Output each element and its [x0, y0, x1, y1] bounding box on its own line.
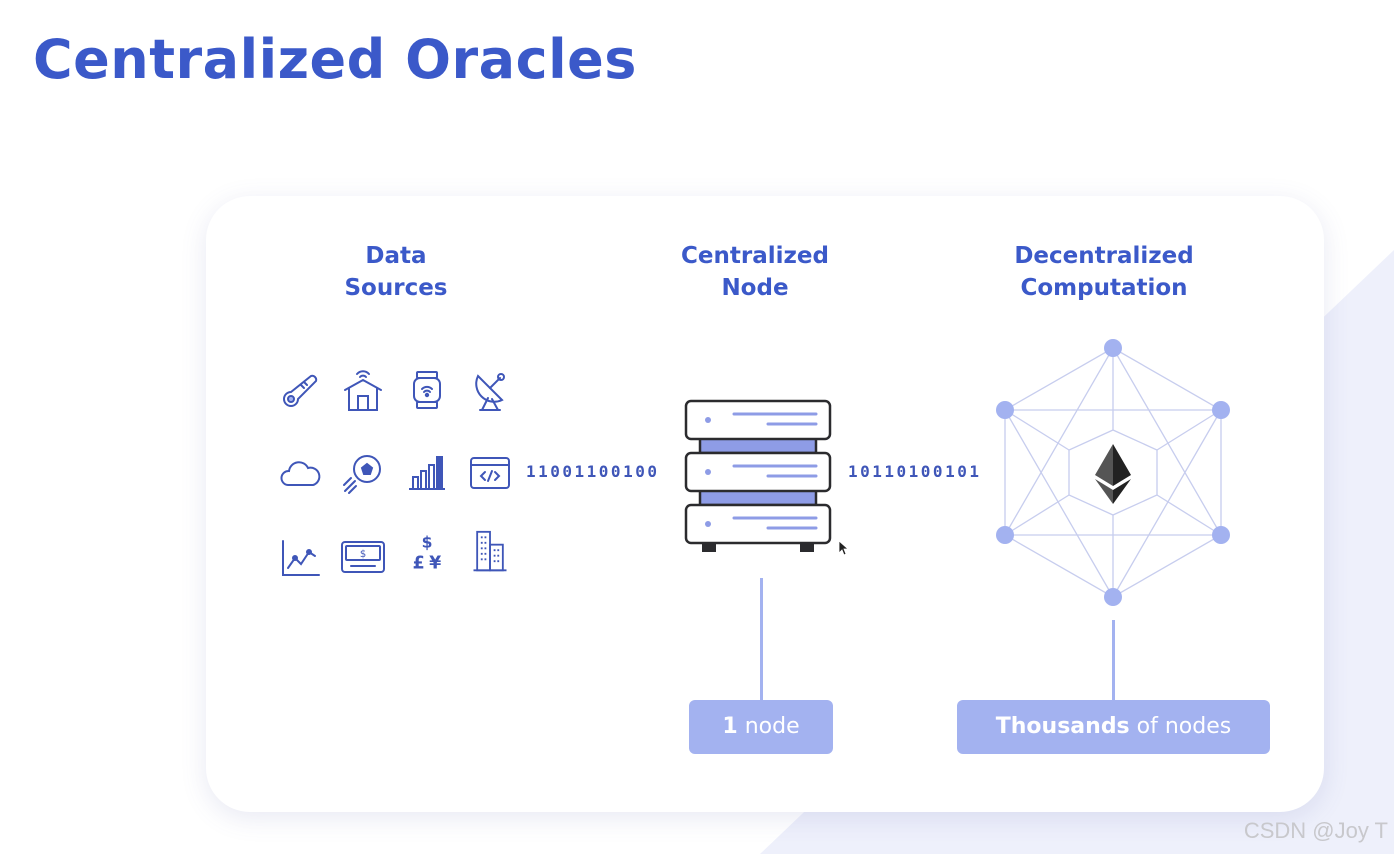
centralized-node-heading-line1: Centralized — [681, 243, 829, 269]
thousands-suffix: of nodes — [1129, 714, 1232, 739]
line-chart-icon — [282, 540, 320, 576]
decentralized-heading-line2: Computation — [1020, 275, 1188, 301]
payment-card-icon: $ — [341, 541, 385, 573]
smart-home-icon — [344, 370, 382, 411]
one-node-count: 1 — [722, 714, 738, 739]
thermometer-icon — [283, 374, 318, 407]
code-window-icon — [470, 457, 510, 489]
centralized-node-heading-line2: Node — [721, 275, 789, 301]
bar-chart-icon — [409, 456, 445, 490]
thousands-nodes-label: Thousands of nodes — [957, 700, 1270, 754]
centralized-node-heading: Centralized Node — [645, 240, 865, 304]
server-stack-icon — [684, 399, 832, 552]
binary-input-stream: 11001100100 — [526, 462, 660, 481]
currency-icon: $ £ ¥ — [413, 534, 442, 574]
soccer-ball-icon — [343, 455, 381, 494]
data-sources-heading-line2: Sources — [344, 275, 448, 301]
watermark: CSDN @Joy T — [1243, 818, 1388, 843]
cursor-icon — [838, 540, 850, 556]
page-title: Centralized Oracles — [33, 28, 637, 91]
satellite-dish-icon — [475, 373, 505, 411]
svg-text:$: $ — [422, 534, 433, 552]
network-connector-line — [1112, 620, 1115, 702]
svg-text:¥: ¥ — [429, 554, 441, 574]
ethereum-icon — [1095, 444, 1131, 504]
one-node-label: 1 node — [689, 700, 833, 754]
one-node-suffix: node — [737, 714, 800, 739]
decentralized-heading-line1: Decentralized — [1014, 243, 1194, 269]
decentralized-heading: Decentralized Computation — [984, 240, 1224, 304]
data-sources-heading: Data Sources — [296, 240, 496, 304]
data-sources-heading-line1: Data — [365, 243, 427, 269]
smartwatch-icon — [413, 371, 441, 409]
svg-text:$: $ — [360, 549, 366, 560]
thousands-count: Thousands — [995, 714, 1130, 739]
server-connector-line — [760, 578, 763, 702]
cloud-icon — [280, 461, 321, 486]
decentralized-network-diagram — [996, 339, 1230, 606]
building-icon — [473, 530, 507, 572]
svg-text:£: £ — [413, 554, 425, 574]
binary-output-stream: 10110100101 — [848, 462, 982, 481]
